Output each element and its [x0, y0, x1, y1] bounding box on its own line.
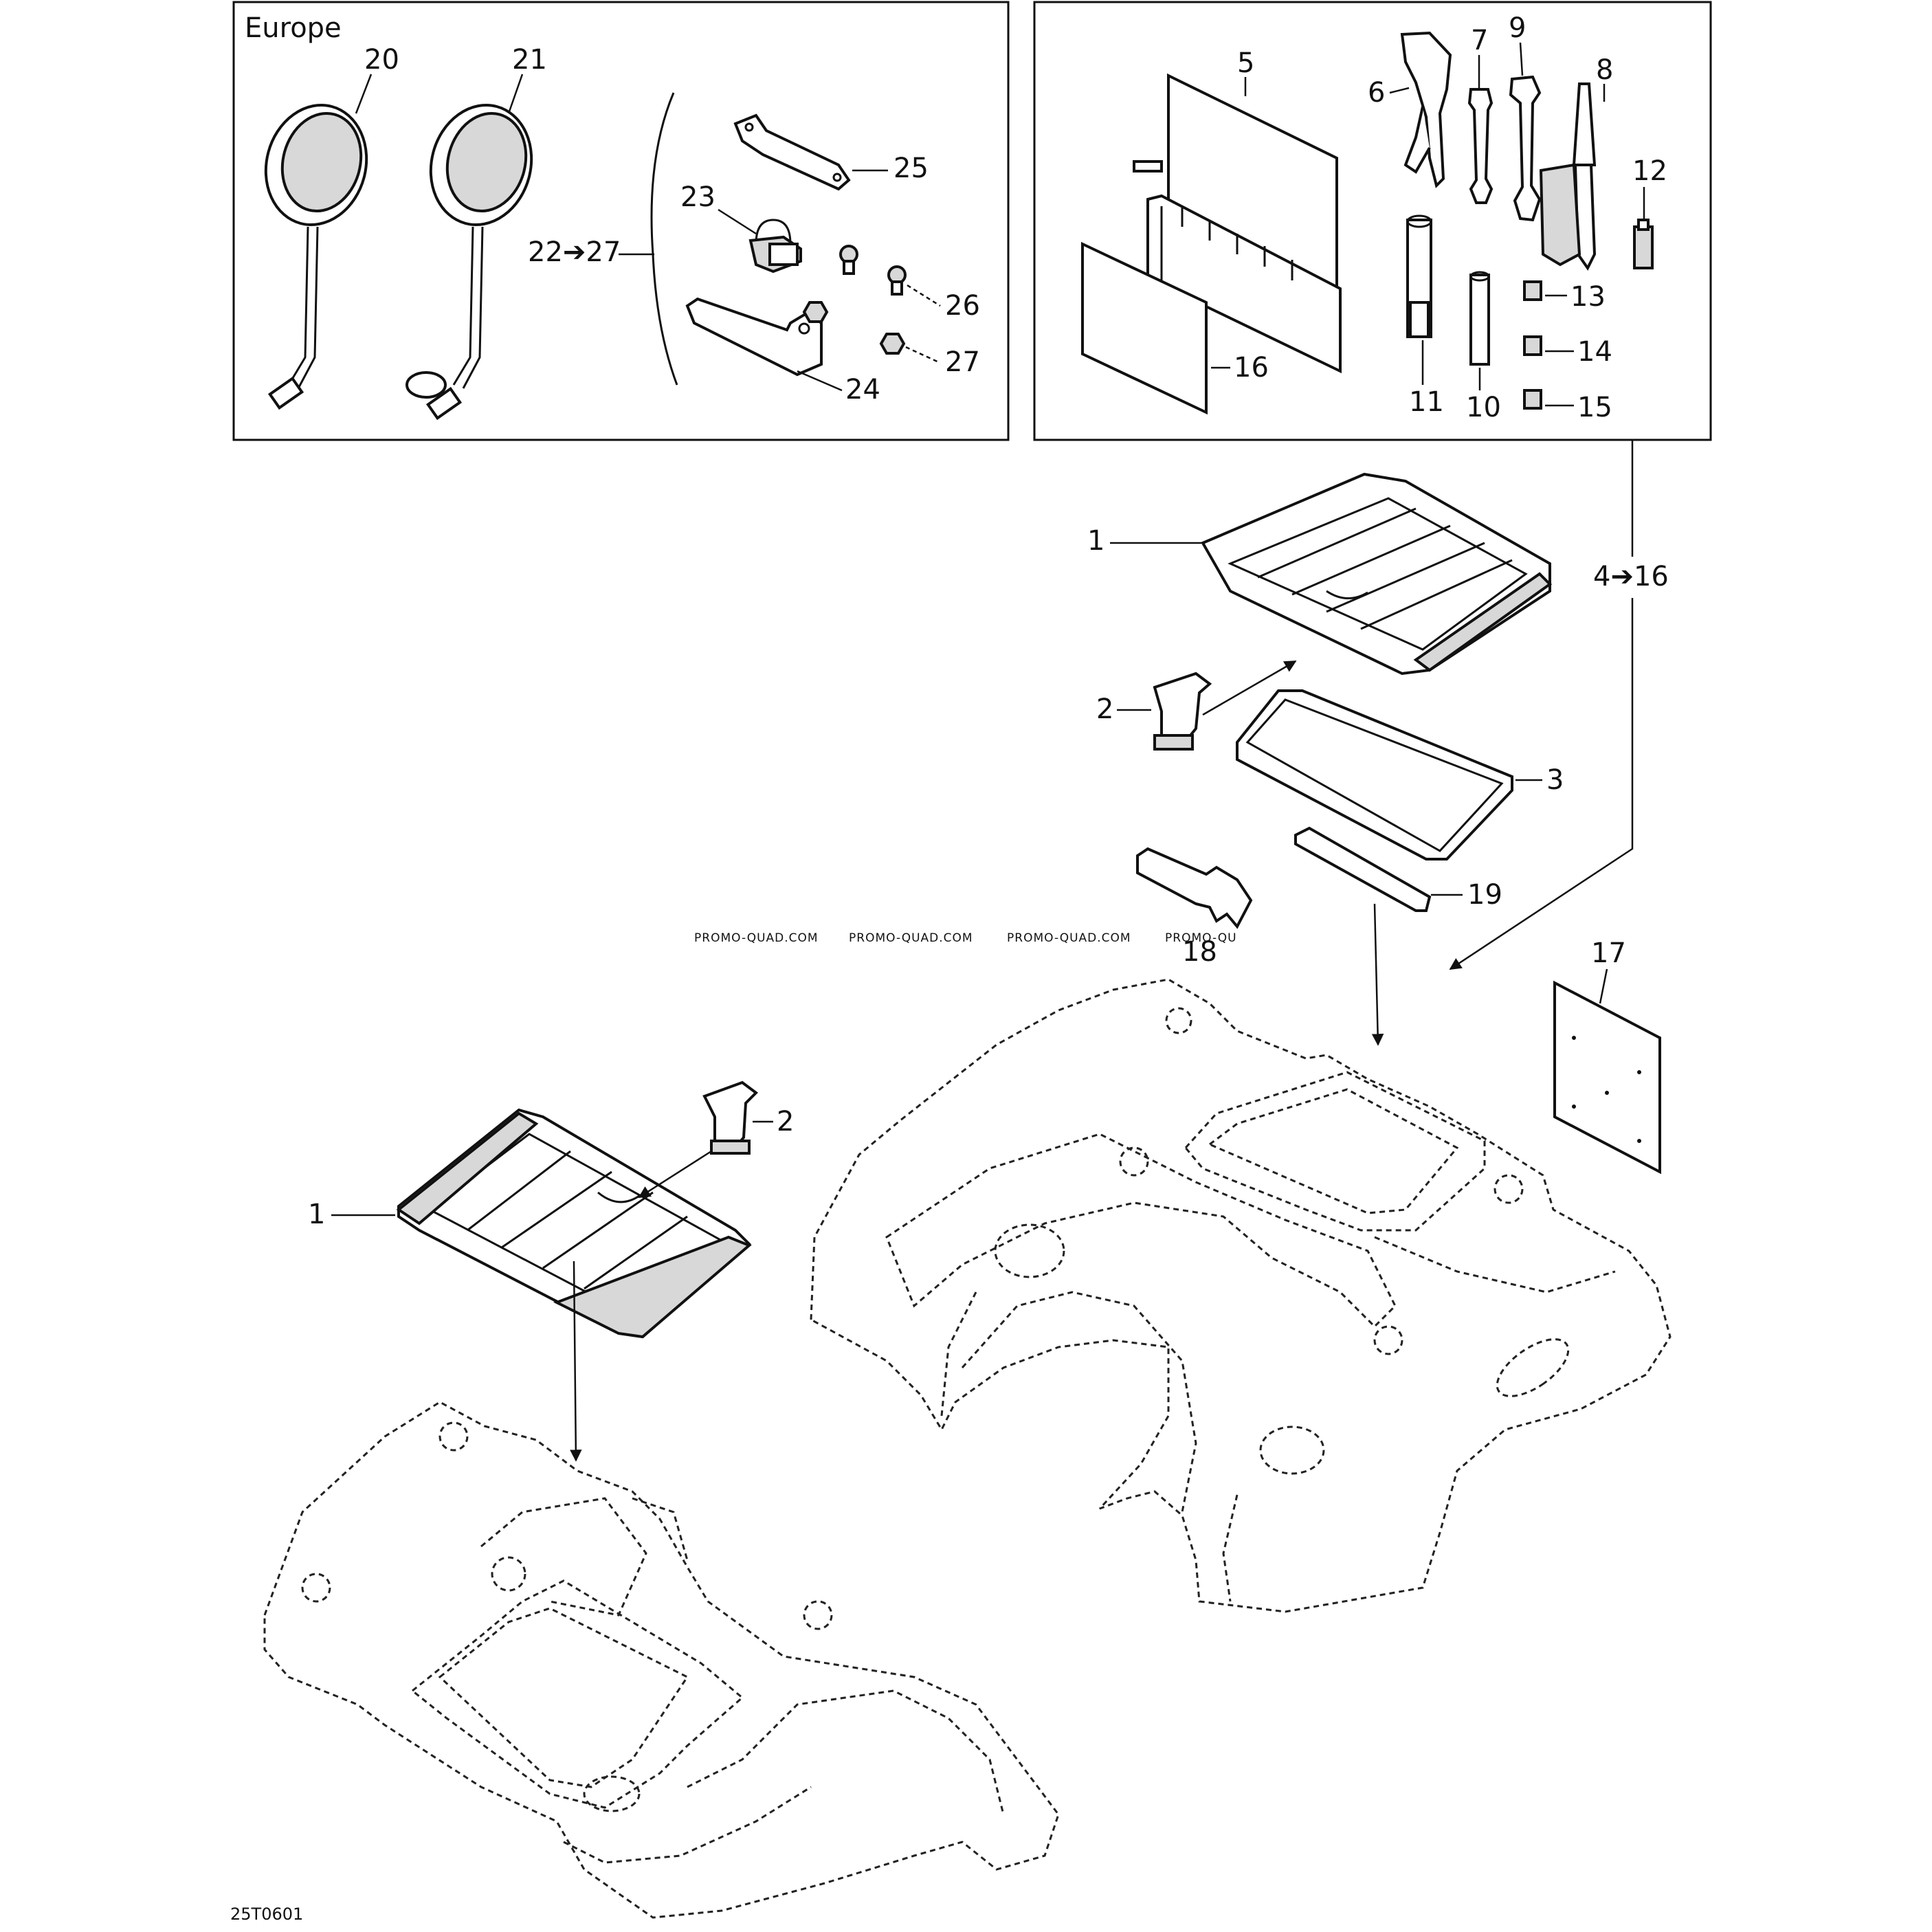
nut-27: [802, 301, 906, 355]
rear-rack-1-left: [396, 1108, 752, 1339]
europe-panel-frame: [232, 1, 1010, 441]
screwdriver-8: [1539, 82, 1597, 271]
wrench-7: [1467, 88, 1494, 204]
group-bracket: [650, 92, 678, 386]
strap-25: [733, 113, 851, 191]
label-8: 8: [1596, 54, 1613, 86]
label-17: 17: [1591, 937, 1626, 969]
label-6: 6: [1368, 77, 1385, 109]
label-21: 21: [512, 44, 547, 76]
clip-2-top: [1153, 671, 1212, 751]
label-3: 3: [1546, 764, 1564, 796]
europe-panel: Europe 20 21 22➔27: [232, 1, 1010, 441]
padlock-23: [748, 219, 802, 274]
rear-rack-1-top: [1201, 472, 1553, 676]
label-1-top: 1: [1087, 525, 1104, 557]
bracket-24: [685, 297, 823, 377]
fuse-13: [1523, 280, 1542, 301]
watermark-3: PROMO-QUAD.COM: [1007, 931, 1131, 945]
label-2-left: 2: [777, 1106, 794, 1137]
label-1-left: 1: [308, 1199, 325, 1230]
toolkit-panel: 5 16 6 7 9 8: [1033, 1, 1712, 441]
fuse-14: [1523, 335, 1542, 356]
watermark-2: PROMO-QUAD.COM: [849, 931, 973, 945]
label-27: 27: [945, 346, 980, 378]
wrench-9: [1509, 75, 1542, 222]
fuse-15: [1523, 389, 1542, 410]
label-25: 25: [893, 153, 929, 184]
label-2-top: 2: [1096, 693, 1113, 725]
label-12: 12: [1632, 155, 1667, 187]
tool-pouch-5: [1133, 73, 1342, 374]
label-11: 11: [1409, 386, 1444, 418]
label-16: 16: [1234, 352, 1269, 384]
clip-2-left: [702, 1080, 759, 1155]
label-9: 9: [1509, 12, 1526, 44]
card-16: [1081, 241, 1208, 415]
rear-fender: [810, 978, 1672, 1613]
front-fender: [263, 1401, 1060, 1919]
bit-12: [1633, 219, 1654, 269]
europe-title: Europe: [245, 12, 342, 44]
label-4-16: 4➔16: [1593, 561, 1669, 592]
label-14: 14: [1577, 336, 1612, 368]
watermark-4: PROMO-QU: [1165, 931, 1237, 945]
label-5: 5: [1237, 47, 1254, 79]
label-26: 26: [945, 290, 980, 322]
pliers-6: [1400, 31, 1452, 188]
label-22-27: 22➔27: [528, 236, 621, 268]
watermark-1: PROMO-QUAD.COM: [694, 931, 819, 945]
toolkit-panel-frame: [1033, 1, 1712, 441]
decal-17: [1553, 980, 1661, 1175]
label-13: 13: [1570, 281, 1606, 313]
figure-code: 25T0601: [230, 1905, 303, 1924]
gasket-3: [1236, 689, 1513, 860]
label-7: 7: [1471, 25, 1488, 56]
bolt-26: [839, 245, 907, 296]
label-15: 15: [1577, 392, 1612, 423]
kit-routing-arrow: [1449, 440, 1634, 970]
socket-10: [1469, 271, 1490, 366]
label-18: 18: [1182, 936, 1217, 968]
socket-11: [1406, 214, 1432, 338]
watermark-row: PROMO-QUAD.COM PROMO-QUAD.COM PROMO-QUAD…: [694, 931, 1237, 945]
label-23: 23: [680, 181, 715, 213]
mirror-21: [406, 103, 533, 421]
label-24: 24: [845, 374, 880, 406]
bar-19: [1294, 826, 1432, 912]
label-19: 19: [1467, 879, 1502, 911]
spanner-18: [1136, 847, 1253, 929]
label-20: 20: [364, 44, 399, 76]
mirror-20: [264, 103, 368, 410]
label-10: 10: [1466, 392, 1501, 423]
